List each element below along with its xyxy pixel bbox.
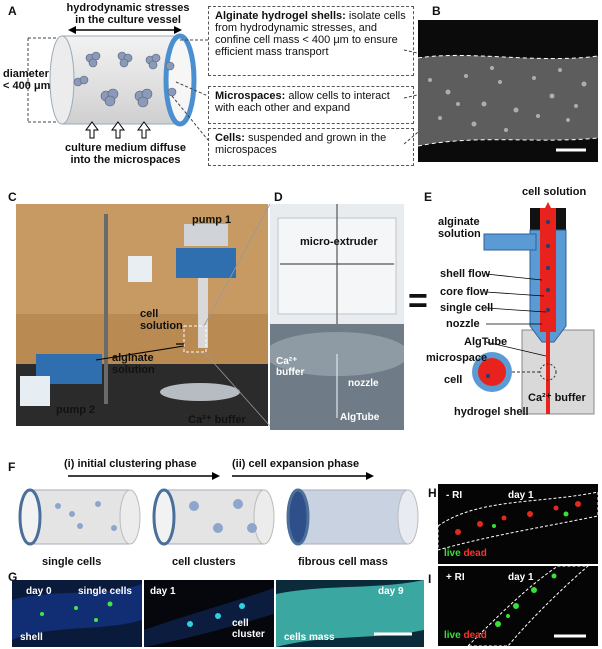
panel-label-b: B xyxy=(432,4,441,18)
hydrogel-shell-label: hydrogel shell xyxy=(454,406,529,418)
ca-buffer-e: Ca²⁺ buffer xyxy=(528,392,586,404)
algtube-e-label: AlgTube xyxy=(464,336,508,348)
alginate-shell-box: Alginate hydrogel shells: isolate cells … xyxy=(208,6,414,76)
panel-label-c: C xyxy=(8,190,17,204)
g-single-cells: single cells xyxy=(78,586,132,597)
g-day0: day 0 xyxy=(26,586,52,597)
stage-single-cells: single cells xyxy=(42,556,102,568)
ca-buffer-c: Ca²⁺ buffer xyxy=(188,414,246,426)
alginate-solution-e: alginate solution xyxy=(438,216,481,240)
phase2-label: (ii) cell expansion phase xyxy=(232,458,360,470)
microspaces-box: Microspaces: allow cells to interact wit… xyxy=(208,86,414,124)
micrograph-g-day1 xyxy=(144,580,274,647)
zoom-connectors xyxy=(203,203,271,427)
nozzle-d: nozzle xyxy=(348,378,379,389)
cell-solution-e: cell solution xyxy=(522,186,587,198)
hydrodynamic-title: hydrodynamic stresses in the culture ves… xyxy=(58,2,198,26)
equals-sign: = xyxy=(408,282,428,320)
g-cluster-line2: cluster xyxy=(232,629,265,640)
i-ri: + RI xyxy=(446,572,465,583)
micrograph-b xyxy=(418,20,598,162)
cells-text: suspended and grown in the microspaces xyxy=(215,132,387,156)
microspaces-heading: Microspaces: xyxy=(215,90,286,102)
alginate-c-line1: alginate xyxy=(112,352,154,364)
photo-extruder-d xyxy=(270,204,404,430)
phase1-label: (i) initial clustering phase xyxy=(64,458,197,470)
core-flow-label: core flow xyxy=(440,286,489,298)
micrograph-g-day9 xyxy=(276,580,424,647)
panel-label-i: I xyxy=(428,572,432,586)
cells-box: Cells: suspended and grown in the micros… xyxy=(208,128,414,166)
alginate-shell-text: isolate cells from hydrodynamic stresses… xyxy=(215,10,406,58)
i-live: live xyxy=(444,630,461,641)
i-dead: dead xyxy=(463,630,487,641)
microspaces-text: allow cells to interact with each other … xyxy=(215,90,390,114)
h-ri: - RI xyxy=(446,490,463,501)
cell-solution-c: cell solution xyxy=(140,308,183,332)
medium-diffuse-label: culture medium diffuse into the microspa… xyxy=(58,142,193,166)
stage-fibrous-mass: fibrous cell mass xyxy=(298,556,388,568)
micro-extruder-label: micro-extruder xyxy=(300,236,378,248)
nozzle-e-label: nozzle xyxy=(446,318,480,330)
pump1-label: pump 1 xyxy=(192,214,232,226)
g-cell-line1: cell xyxy=(232,618,249,629)
alginate-shell-heading: Alginate hydrogel shells: xyxy=(215,10,346,22)
stage-cell-clusters: cell clusters xyxy=(172,556,236,568)
micrograph-h xyxy=(438,484,598,564)
cell-solution-c-line1: cell xyxy=(140,308,159,320)
diameter-line1: diameter xyxy=(3,68,49,80)
algtube-d: AlgTube xyxy=(340,412,380,423)
expansion-schematic-f xyxy=(18,472,419,546)
diffuse-line2: into the microspaces xyxy=(70,154,181,166)
g-cell-cluster: cell cluster xyxy=(232,618,265,640)
g-day1: day 1 xyxy=(150,586,176,597)
h-day: day 1 xyxy=(508,490,534,501)
g-shell: shell xyxy=(20,632,43,643)
cell-e-label: cell xyxy=(444,374,463,386)
ca-d-line1: Ca²⁺ xyxy=(276,356,298,367)
hydro-line1: hydrodynamic stresses xyxy=(66,2,190,14)
diameter-line2: < 400 μm xyxy=(3,80,51,92)
alginate-e-line1: alginate xyxy=(438,216,480,228)
alginate-e-line2: solution xyxy=(438,228,481,240)
h-dead: dead xyxy=(463,548,487,559)
shell-flow-label: shell flow xyxy=(440,268,491,280)
micrograph-g-day0 xyxy=(12,580,142,647)
panel-label-a: A xyxy=(8,4,17,18)
microspace-label: microspace xyxy=(426,352,488,364)
i-day: day 1 xyxy=(508,572,534,583)
g-cells-mass: cells mass xyxy=(284,632,335,643)
single-cell-label: single cell xyxy=(440,302,494,314)
g-day9: day 9 xyxy=(378,586,404,597)
panel-label-f: F xyxy=(8,460,16,474)
nozzle-diagram-e xyxy=(472,202,595,415)
algtube-schematic xyxy=(27,26,209,141)
ca-buffer-d: Ca²⁺ buffer xyxy=(276,356,304,378)
hydro-line2: in the culture vessel xyxy=(75,14,181,26)
alginate-c-line2: solution xyxy=(112,364,155,376)
alginate-solution-c: alginate solution xyxy=(112,352,155,376)
diffuse-line1: culture medium diffuse xyxy=(64,142,187,154)
cell-solution-c-line2: solution xyxy=(140,320,183,332)
i-legend: live dead xyxy=(444,630,487,641)
ca-d-line2: buffer xyxy=(276,367,305,378)
h-legend: live dead xyxy=(444,548,487,559)
cells-heading: Cells: xyxy=(215,132,245,144)
panel-label-g: G xyxy=(8,570,18,584)
panel-label-h: H xyxy=(428,486,437,500)
panel-label-e: E xyxy=(424,190,433,204)
photo-setup-c xyxy=(16,204,268,426)
pump2-label: pump 2 xyxy=(56,404,96,416)
h-live: live xyxy=(444,548,461,559)
panel-label-d: D xyxy=(274,190,283,204)
micrograph-i xyxy=(438,566,598,646)
diameter-label: diameter < 400 μm xyxy=(3,68,50,92)
